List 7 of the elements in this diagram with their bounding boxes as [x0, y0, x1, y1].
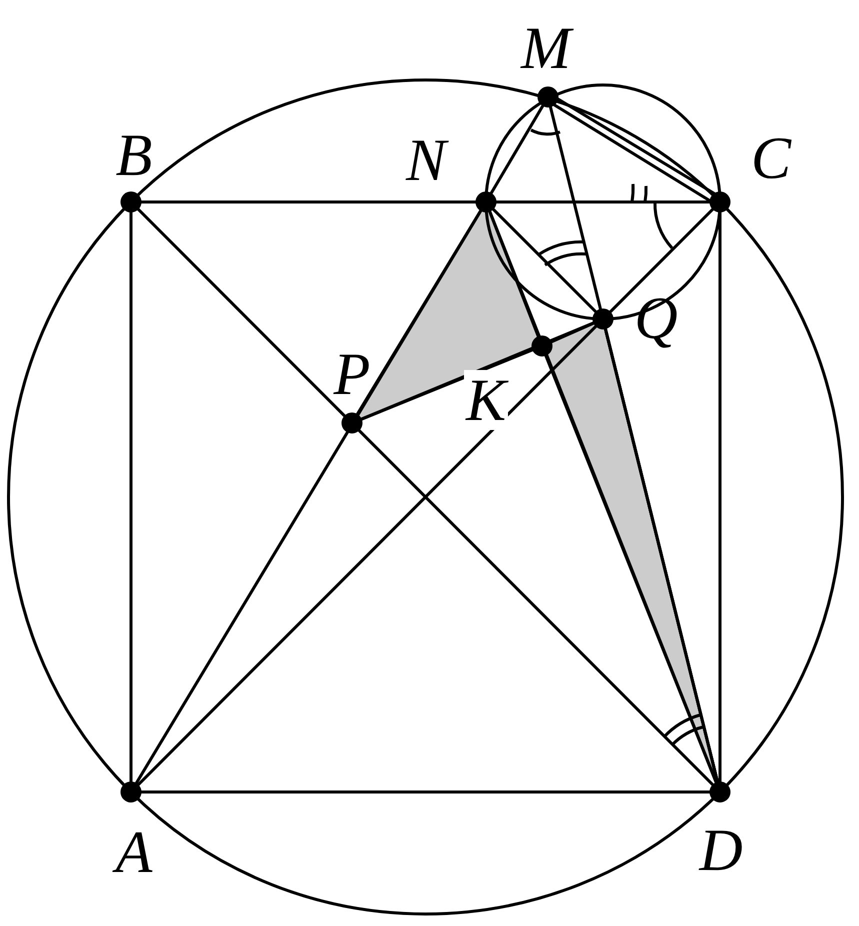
point-label: D: [699, 820, 743, 880]
point-label: P: [334, 344, 370, 404]
point-label: Q: [634, 288, 678, 348]
point-label: K: [464, 370, 508, 430]
point-label: C: [750, 128, 792, 188]
point-label: B: [116, 125, 152, 185]
point-label: N: [406, 130, 446, 190]
